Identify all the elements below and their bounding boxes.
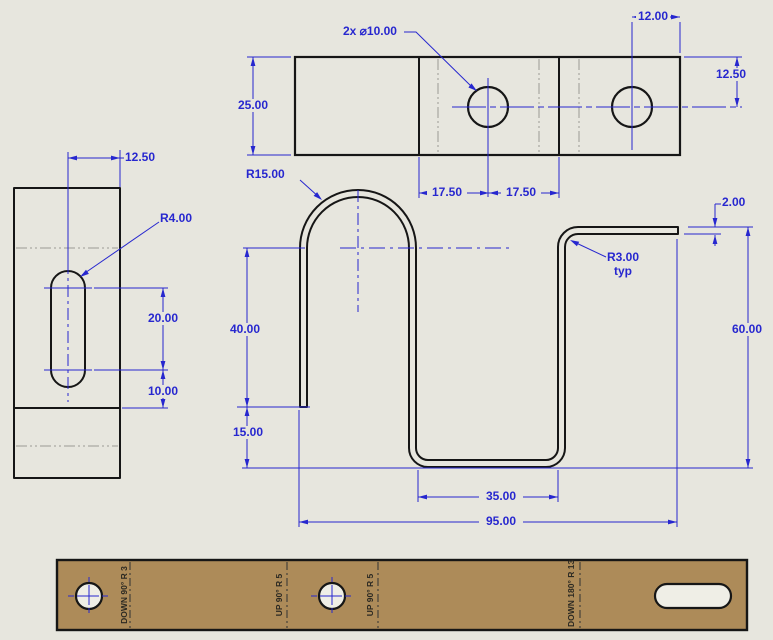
arrowhead	[734, 57, 740, 66]
arrowhead	[550, 190, 559, 196]
arrowhead	[570, 240, 580, 247]
dim-base-width	[417, 470, 559, 502]
note-label-bend-radius[interactable]: R15.00	[246, 167, 285, 181]
dim-foot-height	[244, 407, 250, 468]
dim-label-foot-height[interactable]: 15.00	[226, 426, 270, 439]
dim-overall-height	[688, 226, 753, 468]
leader-bend-radius	[299, 179, 322, 200]
flat-pattern-outline	[55, 558, 749, 632]
arrowhead	[244, 248, 250, 257]
dim-label-slot-offset[interactable]: 10.00	[141, 385, 185, 398]
arrowhead	[671, 14, 680, 20]
dim-label-depth[interactable]: 25.00	[231, 99, 275, 112]
dim-label-edge-offset[interactable]: 12.50	[709, 68, 753, 81]
bend-note-2[interactable]: UP 90° R 5	[274, 573, 284, 617]
flat-slot	[653, 582, 733, 610]
dim-label-pitch-left[interactable]: 17.50	[427, 186, 467, 199]
dim-label-overall-width[interactable]: 95.00	[479, 515, 523, 528]
arrowhead	[419, 190, 428, 196]
arrowhead	[734, 98, 740, 107]
note-label-corner-radius-typ[interactable]: typ	[614, 264, 632, 278]
dim-slot-offset	[122, 370, 168, 409]
flat-hole-crosshairs	[68, 577, 353, 615]
arrowhead	[468, 83, 477, 91]
bend-note-3[interactable]: UP 90° R 5	[365, 573, 375, 617]
dim-label-leg-height[interactable]: 40.00	[223, 323, 267, 336]
arrowhead	[489, 190, 498, 196]
arrowhead	[418, 494, 427, 500]
profile-outline	[299, 189, 679, 468]
profile-centerlines	[243, 190, 513, 312]
arrowhead	[111, 155, 120, 161]
dim-front-width	[68, 150, 124, 187]
arrowhead	[745, 227, 751, 236]
arrowhead	[80, 269, 89, 277]
leader-slot-radius	[80, 221, 160, 277]
arrowhead	[712, 235, 718, 244]
note-label-corner-radius[interactable]: R3.00	[607, 250, 640, 264]
arrowhead	[68, 155, 77, 161]
arrowhead	[160, 399, 166, 408]
arrowhead	[244, 459, 250, 468]
arrowhead	[668, 519, 677, 525]
top-view[interactable]	[293, 22, 742, 197]
arrowhead	[160, 288, 166, 297]
bend-note-1[interactable]: DOWN 90° R 3	[119, 566, 129, 624]
note-label-slot-radius[interactable]: R4.00	[160, 211, 193, 225]
note-label-holes[interactable]: 2x ⌀10.00	[343, 24, 397, 38]
arrowhead	[299, 519, 308, 525]
arrowhead	[549, 494, 558, 500]
arrowhead	[244, 398, 250, 407]
arrowhead	[250, 146, 256, 155]
slot-centerlines	[44, 152, 92, 402]
arrowhead	[480, 190, 489, 196]
front-view-outline	[13, 187, 121, 479]
dim-label-hole-to-edge[interactable]: 12.00	[636, 9, 670, 23]
dim-label-thickness[interactable]: 2.00	[722, 195, 746, 209]
dim-label-base-width[interactable]: 35.00	[479, 490, 523, 503]
dim-label-overall-height[interactable]: 60.00	[725, 323, 769, 336]
dim-label-pitch-right[interactable]: 17.50	[501, 186, 541, 199]
dim-edge-offset	[684, 56, 742, 107]
bend-note-4[interactable]: DOWN 180° R 13	[566, 559, 576, 627]
arrowhead	[160, 361, 166, 370]
dim-label-slot-length[interactable]: 20.00	[141, 312, 185, 325]
dim-overall-width	[298, 239, 678, 527]
arrowhead	[250, 57, 256, 66]
leader-hole-note	[404, 31, 477, 91]
arrowhead	[313, 192, 322, 200]
leader-corner-radius	[570, 240, 607, 258]
dim-label-front-width[interactable]: 12.50	[125, 150, 156, 164]
profile-view[interactable]	[243, 189, 679, 468]
arrowhead	[745, 459, 751, 468]
dim-thickness	[684, 203, 721, 246]
hole-centerlines	[452, 22, 742, 197]
front-view[interactable]	[13, 152, 121, 479]
flat-pattern-view[interactable]	[55, 558, 749, 632]
arrowhead	[160, 370, 166, 379]
arrowhead	[712, 218, 718, 227]
arrowhead	[244, 407, 250, 416]
